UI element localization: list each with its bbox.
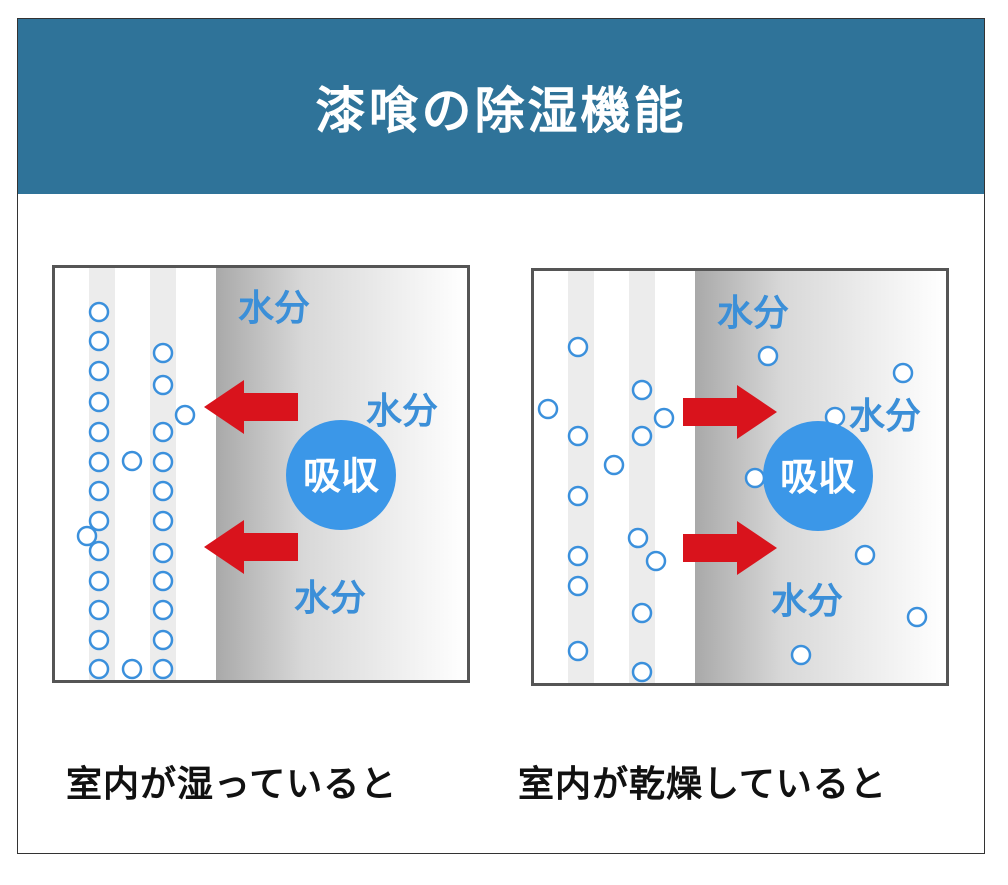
caption-humid: 室内が湿っていると bbox=[66, 764, 398, 805]
arrows-into-wall bbox=[683, 385, 777, 575]
page-title: 漆喰の除湿機能 bbox=[315, 81, 687, 140]
absorb-label: 吸収 bbox=[303, 454, 379, 498]
water-droplets bbox=[76, 301, 196, 680]
panel-dry: 吸収 水分 水分 水分 bbox=[531, 268, 949, 686]
panel-humid: 吸収 水分 水分 水分 bbox=[52, 265, 470, 683]
caption-dry: 室内が乾燥していると bbox=[518, 764, 887, 805]
arrows-into-room bbox=[204, 380, 298, 574]
moisture-label: 水分 bbox=[717, 293, 789, 334]
absorb-circle bbox=[286, 420, 396, 530]
header-banner: 漆喰の除湿機能 bbox=[18, 19, 984, 194]
absorb-label: 吸収 bbox=[780, 455, 856, 499]
moisture-label: 水分 bbox=[294, 578, 366, 619]
humid-illustration: 吸収 水分 水分 水分 bbox=[52, 265, 470, 683]
arrow-right-icon bbox=[683, 521, 777, 575]
air-stripe bbox=[568, 271, 594, 683]
moisture-label: 水分 bbox=[849, 396, 921, 437]
arrow-left-icon bbox=[204, 520, 298, 574]
absorb-circle bbox=[763, 421, 873, 531]
moisture-label: 水分 bbox=[771, 581, 843, 622]
moisture-label: 水分 bbox=[238, 288, 310, 329]
moisture-label: 水分 bbox=[366, 391, 438, 432]
dry-illustration: 吸収 水分 水分 水分 bbox=[531, 268, 949, 686]
arrow-right-icon bbox=[683, 385, 777, 439]
arrow-left-icon bbox=[204, 380, 298, 434]
